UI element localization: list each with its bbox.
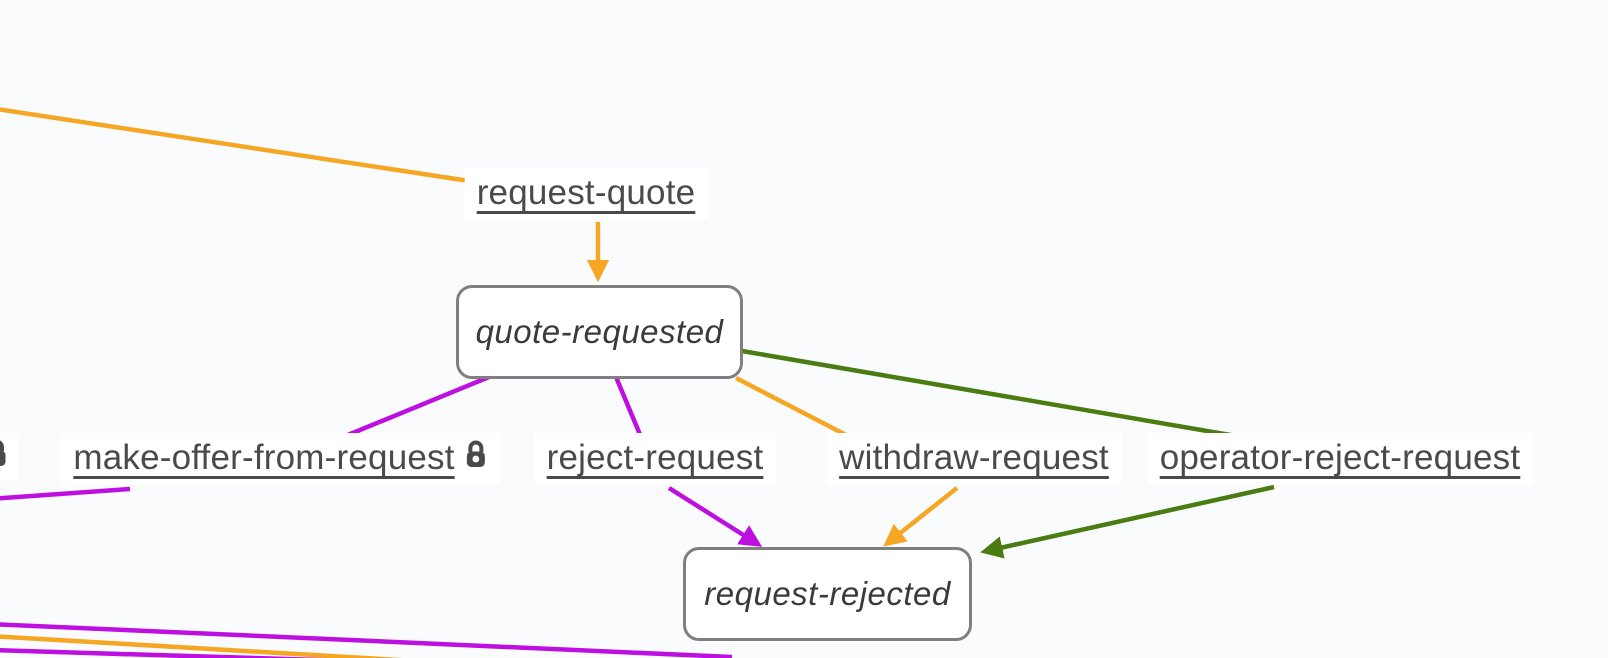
- event-label-request-quote[interactable]: request-quote: [464, 168, 708, 220]
- event-label-offscreen-partial[interactable]: [0, 433, 19, 480]
- lock-icon-partial: [0, 440, 9, 472]
- edge-operator-reject-arrow: [980, 484, 1275, 559]
- state-node-quote-requested[interactable]: quote-requested: [456, 285, 743, 379]
- event-label-operator-reject-request[interactable]: operator-reject-request: [1147, 433, 1533, 485]
- state-node-request-rejected[interactable]: request-rejected: [683, 547, 972, 641]
- event-label-reject-request[interactable]: reject-request: [534, 433, 776, 485]
- event-label-text: make-offer-from-request: [73, 438, 455, 477]
- lock-icon: [464, 438, 489, 478]
- event-label-make-offer-from-request[interactable]: make-offer-from-request: [61, 433, 501, 485]
- edge-withdraw-request-arrow: [883, 486, 959, 547]
- edge-withdraw-request-upper: [734, 376, 852, 439]
- event-label-withdraw-request[interactable]: withdraw-request: [827, 433, 1121, 485]
- edge-offscreen-bottom-magenta-2: [0, 648, 328, 658]
- event-label-text: request-quote: [476, 173, 696, 212]
- event-label-text: operator-reject-request: [1159, 438, 1521, 477]
- event-label-text: reject-request: [546, 438, 764, 477]
- state-node-label: quote-requested: [475, 313, 724, 350]
- edge-reject-request-upper: [613, 376, 644, 438]
- edge-make-offer-lower: [0, 486, 131, 501]
- edge-offscreen-bottom-magenta-1: [0, 622, 733, 658]
- edge-request-quote-incoming: [0, 107, 503, 189]
- state-node-label: request-rejected: [704, 575, 951, 612]
- edge-operator-reject-upper: [741, 348, 1243, 440]
- event-label-text: withdraw-request: [839, 438, 1109, 477]
- edge-make-offer-upper: [342, 374, 490, 440]
- edge-reject-request-arrow: [667, 486, 763, 547]
